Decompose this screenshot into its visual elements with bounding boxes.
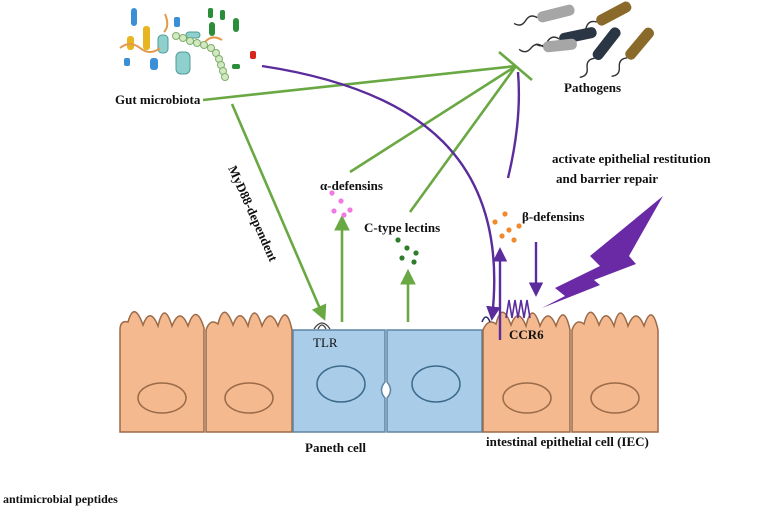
iec-nuclei-left [137, 382, 274, 414]
paneth-cells [292, 329, 483, 433]
gut-microbiota-icon [119, 8, 256, 81]
c-type-lectins-label: C-type lectins [364, 220, 440, 235]
alpha-defensin-dots [329, 190, 353, 218]
alpha-defensins-label: α-defensins [320, 178, 383, 193]
tlr-label: TLR [313, 335, 338, 350]
restitution-label-line2: and barrier repair [556, 171, 658, 186]
pathogens-icon [513, 1, 654, 78]
gut-microbiota-label: Gut microbiota [115, 92, 201, 107]
ccr6-label: CCR6 [509, 327, 544, 342]
iec-receptor-icon [481, 316, 491, 323]
antimicrobial-peptides-label: antimicrobial peptides [3, 492, 118, 506]
green-arrows [202, 51, 533, 322]
purple-arrows [261, 64, 544, 340]
tlr-receptor-icon [313, 322, 331, 330]
beta-defensin-dots [492, 211, 522, 243]
iec-nuclei-right [502, 382, 640, 414]
lightning-bolt-icon [542, 196, 663, 308]
ccr6-receptor-icon [505, 299, 531, 319]
iec-cells-left [119, 311, 293, 433]
myd88-label: MyD88-dependent [225, 163, 281, 264]
iec-label: intestinal epithelial cell (IEC) [486, 434, 649, 449]
c-type-lectin-dots [395, 237, 419, 265]
iec-cells-right [482, 311, 659, 433]
restitution-label-line1: activate epithelial restitution [552, 151, 711, 166]
beta-defensins-label: β-defensins [522, 209, 584, 224]
pathogens-label: Pathogens [564, 80, 621, 95]
paneth-cell-label: Paneth cell [305, 440, 366, 455]
